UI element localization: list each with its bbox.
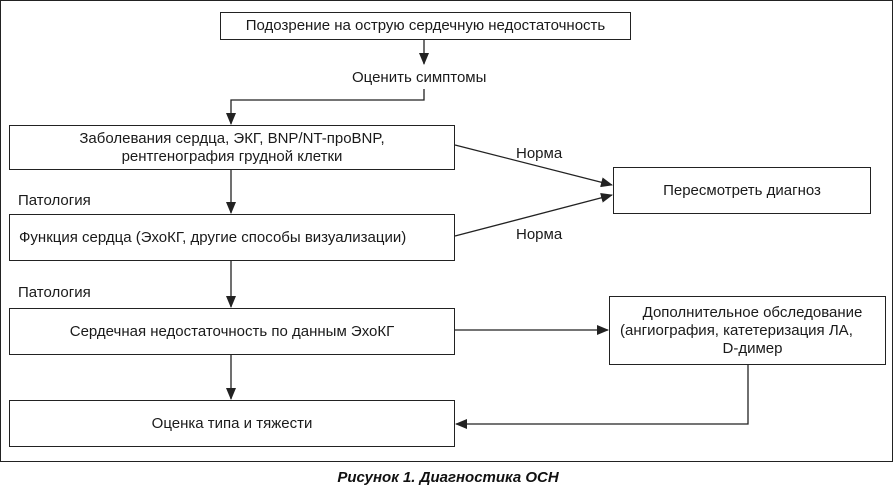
arrow-evaluate-to-tests — [226, 89, 425, 125]
node-extra-exam: Дополнительное обследование (ангиография… — [609, 296, 886, 365]
node-hf-by-echo-text: Сердечная недостаточность по данным ЭхоК… — [69, 322, 395, 340]
node-cardiac-function-text: Функция сердца (ЭхоКГ, другие способы ви… — [19, 228, 407, 246]
node-extra-exam-line3: D-димер — [722, 339, 783, 357]
node-assessment: Оценка типа и тяжести — [9, 400, 455, 447]
arrow-extra-to-assessment — [455, 364, 749, 429]
label-pathology-2: Патология — [18, 284, 91, 301]
arrow-tests-to-review — [454, 144, 613, 188]
label-pathology-1: Патология — [18, 192, 91, 209]
node-assessment-text: Оценка типа и тяжести — [151, 414, 313, 432]
node-hf-by-echo: Сердечная недостаточность по данным ЭхоК… — [9, 308, 455, 355]
node-cardiac-function: Функция сердца (ЭхоКГ, другие способы ви… — [9, 214, 455, 261]
node-suspicion: Подозрение на острую сердечную недостато… — [220, 12, 631, 40]
node-extra-exam-line1: Дополнительное обследование — [642, 303, 863, 321]
label-norm-1: Норма — [516, 145, 563, 162]
node-suspicion-text: Подозрение на острую сердечную недостато… — [245, 17, 606, 34]
node-tests: Заболевания сердца, ЭКГ, BNP/NT-проBNP, … — [9, 125, 455, 170]
node-tests-line1: Заболевания сердца, ЭКГ, BNP/NT-проBNP, — [79, 129, 385, 147]
node-review: Пересмотреть диагноз — [613, 167, 871, 214]
diagram-frame — [0, 0, 893, 462]
node-tests-line2: рентгенография грудной клетки — [121, 147, 343, 165]
node-extra-exam-line2: (ангиография, катетеризация ЛА, — [620, 321, 853, 339]
node-review-text: Пересмотреть диагноз — [663, 181, 821, 199]
label-norm-2: Норма — [516, 226, 563, 243]
label-evaluate-symptoms: Оценить симптомы — [352, 69, 487, 86]
arrow-function-to-review — [454, 192, 613, 237]
figure-caption: Рисунок 1. Диагностика ОСН — [337, 469, 559, 486]
